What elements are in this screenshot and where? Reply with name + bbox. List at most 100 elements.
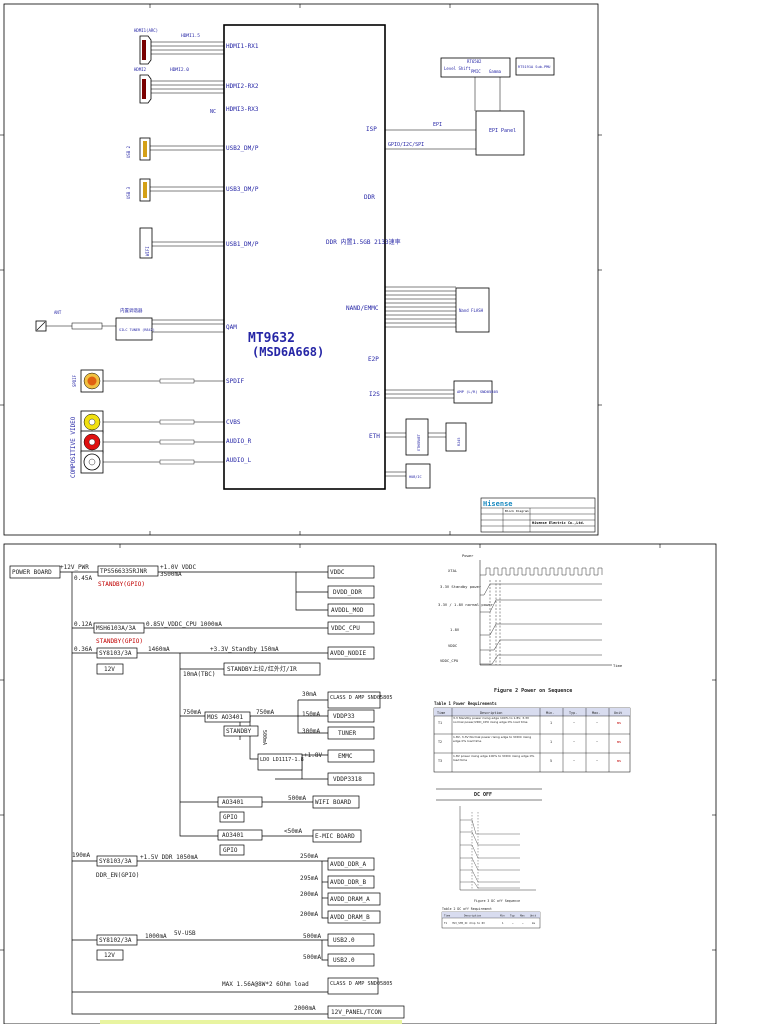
svg-text:<50mA: <50mA	[284, 828, 302, 835]
svg-text:PMIC: PMIC	[471, 69, 481, 74]
wifi-module: WIFI	[139, 227, 224, 259]
svg-text:ms: ms	[617, 721, 621, 725]
svg-text:3V3_STB_IC drop to 0V: 3V3_STB_IC drop to 0V	[452, 921, 485, 925]
svg-text:HDMI1(ARC): HDMI1(ARC)	[134, 28, 158, 33]
left-port-labels: HDMI1-RX1 HDMI2-RX2 HDMI3-RX3 USB2_DM/P …	[226, 43, 259, 464]
svg-text:+1.0V VDDC: +1.0V VDDC	[160, 564, 197, 571]
svg-text:12V: 12V	[104, 952, 115, 959]
svg-text:Min.: Min.	[546, 711, 554, 715]
port-audio-l: AUDIO_L	[226, 457, 252, 464]
svg-text:Typ: Typ	[510, 914, 515, 918]
svg-text:WIFI BOARD: WIFI BOARD	[315, 799, 352, 806]
svg-text:1.8V: 1.8V	[450, 627, 460, 632]
svg-text:500mA: 500mA	[303, 954, 321, 961]
hdmi2-connector: HDMI2 HDMI2.0	[134, 67, 189, 104]
svg-text:VDDP3318: VDDP3318	[333, 776, 362, 783]
svg-text:ETHERNET: ETHERNET	[417, 433, 421, 451]
usb-b-connector: USB 3	[126, 178, 224, 202]
svg-text:Gamma: Gamma	[489, 69, 502, 74]
power-tree-labels: POWER BOARD +12V_PWR 0.45A TPS566335RJNR…	[9, 564, 405, 1019]
port-e2p: E2P	[368, 356, 379, 363]
svg-text:Description: Description	[464, 914, 482, 918]
svg-text:MSH6103A/3A: MSH6103A/3A	[96, 625, 136, 632]
svg-text:1000mA: 1000mA	[145, 933, 167, 940]
svg-text:~: ~	[573, 740, 575, 744]
svg-text:AVDD_DRAM_B: AVDD_DRAM_B	[330, 914, 370, 921]
svg-text:Figure 2 Power on Sequence: Figure 2 Power on Sequence	[494, 688, 572, 694]
svg-text:+1.5V DDR 1050mA: +1.5V DDR 1050mA	[140, 854, 198, 861]
svg-text:Unit: Unit	[614, 711, 622, 715]
svg-text:Max: Max	[520, 914, 525, 918]
svg-text:STANDBY: STANDBY	[226, 728, 252, 735]
svg-text:STANDBY(GPIO): STANDBY(GPIO)	[98, 581, 145, 588]
port-usb2: USB2_DM/P	[226, 145, 259, 152]
svg-text:Table 1 Power Requirements: Table 1 Power Requirements	[434, 701, 497, 706]
svg-text:~: ~	[596, 740, 598, 744]
svg-text:Time: Time	[444, 914, 451, 918]
svg-text:5V-USB: 5V-USB	[174, 930, 196, 937]
port-eth: ETH	[369, 433, 380, 440]
svg-text:CLASS D AMP SND05805: CLASS D AMP SND05805	[330, 695, 392, 701]
svg-text:150mA: 150mA	[302, 711, 320, 718]
tuner-block: ANT 内置调谐器 SILC TUNER (R842)	[35, 307, 224, 341]
svg-text:VDDC_CPU: VDDC_CPU	[440, 658, 459, 663]
svg-text:MAX 1.56A@8W*2 6Ohm load: MAX 1.56A@8W*2 6Ohm load	[222, 981, 309, 988]
top-block-diagram: MT9632 (MSD6A668) HDMI1-RX1 HDMI2-RX2 HD…	[0, 3, 602, 536]
svg-text:0.36A: 0.36A	[74, 646, 92, 653]
svg-text:Hisense Electric Co.,Ltd.: Hisense Electric Co.,Ltd.	[532, 521, 585, 525]
svg-text:500mA: 500mA	[261, 730, 267, 745]
svg-text:DDR_EN(GPIO): DDR_EN(GPIO)	[96, 872, 139, 879]
svg-text:ms: ms	[617, 740, 621, 744]
chip-name: MT9632	[248, 331, 295, 346]
svg-text:XTAL: XTAL	[448, 568, 458, 573]
svg-text:~: ~	[522, 922, 524, 925]
svg-text:300mA: 300mA	[302, 728, 320, 735]
port-cvbs: CVBS	[226, 419, 241, 426]
svg-text:Level Shift: Level Shift	[444, 66, 471, 71]
svg-text:3500mA: 3500mA	[160, 571, 182, 578]
svg-text:T1: T1	[438, 721, 442, 725]
chip-sub: (MSD6A668)	[252, 345, 324, 359]
port-spdif: SPDIF	[226, 378, 244, 385]
svg-text:DC OFF: DC OFF	[474, 792, 492, 798]
svg-text:Max.: Max.	[592, 711, 600, 715]
power-on-sequence-figure: Power Time XTAL 3.3V Standby power 3.3V …	[438, 553, 623, 694]
svg-text:Typ.: Typ.	[569, 711, 577, 715]
svg-text:VDDP33: VDDP33	[333, 713, 355, 720]
svg-text:AVDD_DDR_A: AVDD_DDR_A	[330, 861, 367, 868]
svg-text:0.85V_VDDC_CPU 1000mA: 0.85V_VDDC_CPU 1000mA	[146, 621, 222, 628]
svg-text:HDMI2: HDMI2	[134, 67, 147, 72]
spdif-jack: SPDIF	[72, 369, 224, 393]
svg-text:E-MIC BOARD: E-MIC BOARD	[315, 833, 355, 840]
svg-text:T3: T3	[438, 759, 442, 763]
nand-block: Nand FLASH	[385, 286, 490, 333]
dc-off-figure: DC OFF Figure 3 DC off Sequence Table 2 …	[436, 788, 542, 929]
svg-text:TUNER: TUNER	[338, 730, 356, 737]
svg-text:AO3401: AO3401	[222, 799, 244, 806]
svg-text:HDMI2.0: HDMI2.0	[170, 67, 189, 73]
svg-text:STANDBY(GPIO): STANDBY(GPIO)	[96, 638, 143, 645]
svg-text:10mA(TBC): 10mA(TBC)	[183, 671, 216, 678]
svg-text:Time: Time	[613, 663, 623, 668]
svg-text:HUB/IC: HUB/IC	[409, 475, 422, 479]
svg-text:~: ~	[512, 922, 514, 925]
power-requirements-table: Table 1 Power Requirements Time Descript…	[433, 701, 631, 773]
svg-text:190mA: 190mA	[72, 852, 90, 859]
svg-text:+1.8V: +1.8V	[304, 752, 322, 759]
svg-text:200mA: 200mA	[300, 911, 318, 918]
svg-text:Block Diagram: Block Diagram	[505, 509, 529, 513]
svg-text:STANDBY上拉/红外灯/IR: STANDBY上拉/红外灯/IR	[227, 665, 297, 673]
svg-text:AVDD_DDR_B: AVDD_DDR_B	[330, 879, 367, 886]
svg-text:Time: Time	[437, 711, 445, 715]
svg-text:AO3401: AO3401	[222, 832, 244, 839]
port-hdmi2: HDMI2-RX2	[226, 83, 259, 90]
port-audio-r: AUDIO_R	[226, 438, 252, 445]
brand-logo: Hisense	[483, 500, 513, 508]
composite-label: COMPOSITIVE VIDEO	[70, 416, 77, 478]
svg-text:12V_PANEL/TCON: 12V_PANEL/TCON	[331, 1009, 382, 1016]
svg-text:3.3V / 1.8V normal power: 3.3V / 1.8V normal power	[438, 602, 494, 607]
svg-text:500mA: 500mA	[303, 933, 321, 940]
svg-text:ms: ms	[617, 759, 621, 763]
svg-text:AVDD_NODIE: AVDD_NODIE	[330, 650, 367, 657]
